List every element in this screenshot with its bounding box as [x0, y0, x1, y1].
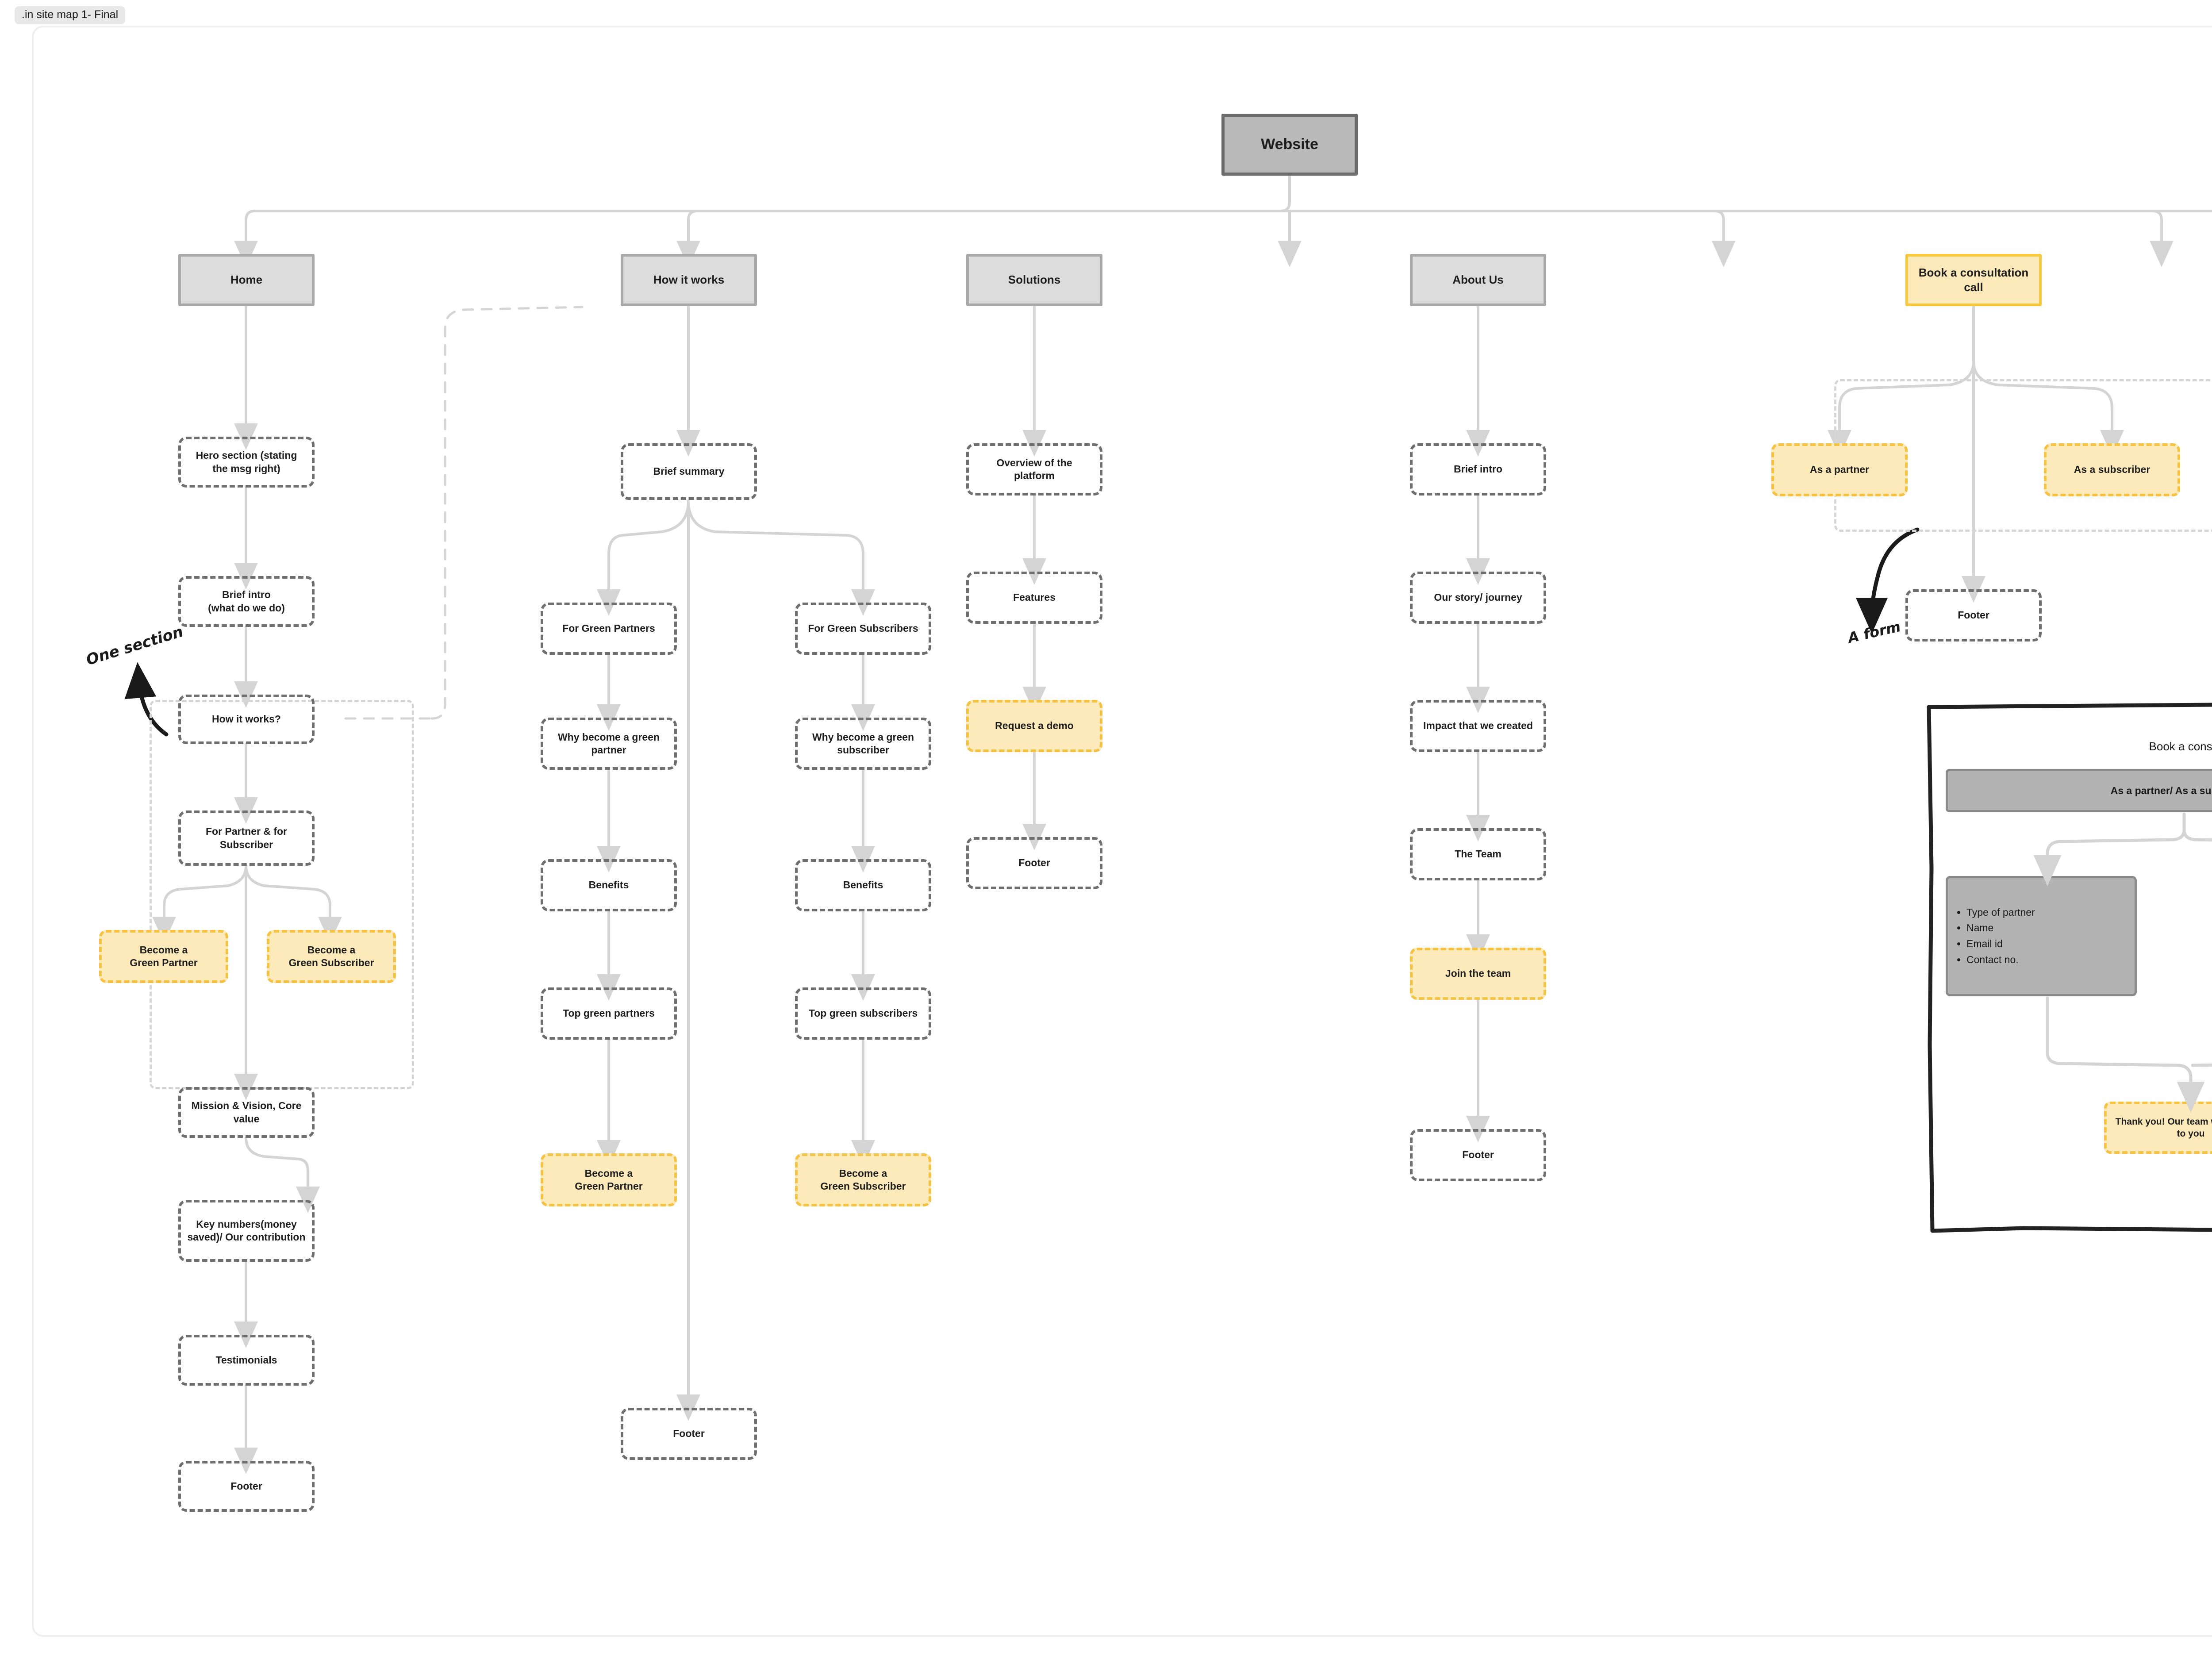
node-label: Brief intro(what do we do) [208, 589, 285, 614]
node-page-how-it-works[interactable]: How it works [621, 254, 757, 306]
node-page-about-us[interactable]: About Us [1410, 254, 1546, 306]
node-label: Overview of the platform [996, 457, 1072, 481]
node-hiw-benefits-subscriber[interactable]: Benefits [795, 859, 931, 911]
node-label: Brief summary [653, 465, 725, 477]
node-home-for-partner-and-subscriber[interactable]: For Partner & for Subscriber [178, 810, 315, 866]
node-solutions-overview[interactable]: Overview of the platform [966, 443, 1102, 495]
node-hiw-benefits-partner[interactable]: Benefits [541, 859, 677, 911]
node-solutions-features[interactable]: Features [966, 572, 1102, 624]
node-page-home[interactable]: Home [178, 254, 315, 306]
node-website[interactable]: Website [1221, 114, 1358, 176]
node-label: Hero section (stating the msg right) [196, 449, 297, 474]
node-page-book-consultation-call[interactable]: Book a consultation call [1905, 254, 2042, 306]
node-hiw-why-green-partner[interactable]: Why become a green partner [541, 718, 677, 770]
form-field-item: Name [1966, 920, 2035, 936]
node-label: Benefits [843, 879, 883, 891]
node-label: Footer [1018, 857, 1050, 869]
node-about-our-story[interactable]: Our story/ journey [1410, 572, 1546, 624]
node-label: How it works? [212, 713, 281, 725]
node-label: Benefits [588, 879, 629, 891]
form-field-item: Contact no. [1966, 952, 2035, 968]
node-label: Key numbers(money saved)/ Our contributi… [187, 1218, 306, 1243]
node-label: For Green Partners [562, 622, 655, 634]
node-label: For Partner & for Subscriber [205, 826, 288, 850]
node-home-testimonials[interactable]: Testimonials [178, 1335, 315, 1386]
form-fields-partner-list: Type of partner Name Email id Contact no… [1966, 905, 2035, 968]
node-hiw-brief-summary[interactable]: Brief summary [621, 443, 757, 500]
form-question-partner-or-subscriber[interactable]: As a partner/ As a subscriber? [1946, 769, 2212, 812]
node-label: Why become a green partner [557, 731, 660, 756]
node-label: Top green partners [563, 1007, 655, 1019]
node-label: Impact that we created [1423, 720, 1533, 732]
form-cta-thank-you[interactable]: Thank you! Our team will get back to you [2104, 1102, 2212, 1154]
node-label: Why become a green subscriber [812, 731, 914, 756]
node-hiw-top-green-subscribers[interactable]: Top green subscribers [795, 987, 931, 1040]
sitemap-canvas-frame: Website Home How it works Solutions Abou… [32, 26, 2212, 1637]
home-one-section-group [150, 700, 414, 1089]
node-hiw-top-green-partners[interactable]: Top green partners [541, 987, 677, 1040]
node-about-the-team[interactable]: The Team [1410, 828, 1546, 880]
node-label: Footer [230, 1480, 262, 1492]
node-about-footer[interactable]: Footer [1410, 1129, 1546, 1181]
form-fields-partner: Type of partner Name Email id Contact no… [1946, 876, 2137, 996]
node-label: Join the team [1445, 968, 1511, 979]
node-home-how-it-works[interactable]: How it works? [178, 695, 315, 744]
node-label: As a partner [1809, 464, 1870, 476]
annotation-one-section: One section [84, 622, 185, 669]
node-label: Request a demo [995, 720, 1074, 732]
node-hiw-why-green-subscriber[interactable]: Why become a green subscriber [795, 718, 931, 770]
node-about-impact[interactable]: Impact that we created [1410, 700, 1546, 752]
node-label: Testimonials [215, 1354, 277, 1366]
node-page-solutions[interactable]: Solutions [966, 254, 1102, 306]
node-hiw-for-green-subscribers[interactable]: For Green Subscribers [795, 603, 931, 655]
node-about-brief-intro[interactable]: Brief intro [1410, 443, 1546, 495]
node-label: Footer [1958, 609, 1989, 621]
node-label: Top green subscribers [808, 1007, 918, 1019]
node-label: Mission & Vision, Core value [191, 1100, 302, 1125]
node-consultation-footer[interactable]: Footer [1905, 589, 2042, 641]
node-solutions-cta-request-demo[interactable]: Request a demo [966, 700, 1102, 752]
node-label: Brief intro [1454, 463, 1502, 475]
node-home-key-numbers[interactable]: Key numbers(money saved)/ Our contributi… [178, 1200, 315, 1262]
form-field-item: Email id [1966, 936, 2035, 952]
node-label: The Team [1455, 848, 1502, 860]
node-label: Our story/ journey [1434, 592, 1522, 603]
node-consultation-cta-as-a-subscriber[interactable]: As a subscriber [2044, 443, 2180, 496]
node-label: Features [1013, 592, 1056, 603]
annotation-a-form: A form [1846, 618, 1902, 647]
node-about-cta-join-the-team[interactable]: Join the team [1410, 948, 1546, 1000]
node-label: For Green Subscribers [808, 622, 918, 634]
node-home-hero-section[interactable]: Hero section (stating the msg right) [178, 437, 315, 488]
node-label: Footer [673, 1428, 705, 1440]
node-solutions-footer[interactable]: Footer [966, 837, 1102, 889]
node-home-brief-intro[interactable]: Brief intro(what do we do) [178, 576, 315, 627]
node-home-mission-vision[interactable]: Mission & Vision, Core value [178, 1087, 315, 1138]
node-label: As a subscriber [2074, 464, 2151, 476]
node-hiw-footer[interactable]: Footer [621, 1408, 757, 1460]
node-consultation-cta-as-a-partner[interactable]: As a partner [1771, 443, 1908, 496]
book-consultation-form-panel: Book a consultation As a partner/ As a s… [1927, 703, 2212, 1243]
canvas-tab[interactable]: .in site map 1- Final [15, 6, 126, 24]
node-label: Footer [1462, 1149, 1494, 1161]
node-hiw-for-green-partners[interactable]: For Green Partners [541, 603, 677, 655]
form-field-item: Type of partner [1966, 905, 2035, 921]
form-panel-title: Book a consultation [2149, 740, 2212, 753]
node-home-footer[interactable]: Footer [178, 1461, 315, 1512]
